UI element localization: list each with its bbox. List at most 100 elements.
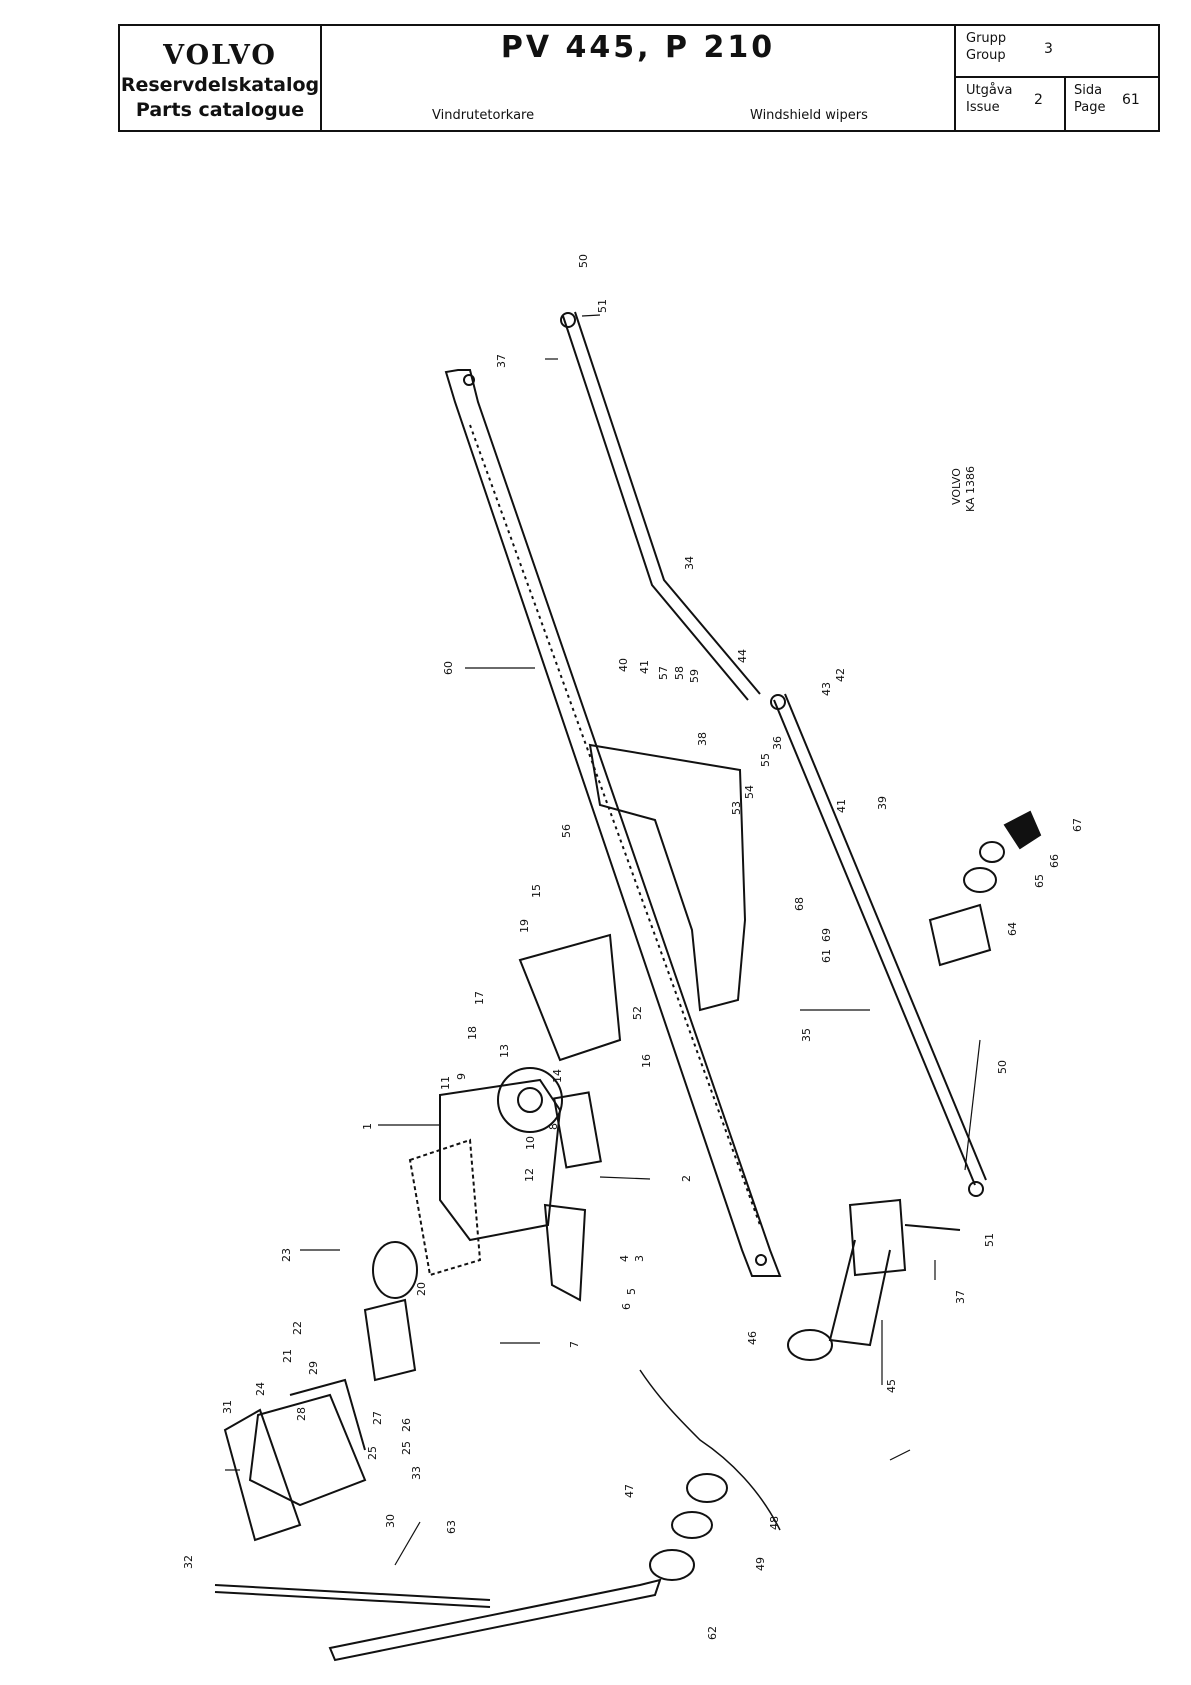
cover-plate-52: [518, 933, 622, 1062]
page-value: 61: [1122, 92, 1140, 108]
callout: 12: [523, 1168, 536, 1182]
nut-49: [649, 1549, 695, 1581]
mounting-frame-60: [444, 369, 782, 1277]
seal-46: [787, 1329, 833, 1361]
callout: 7: [568, 1341, 581, 1348]
callout: 15: [530, 884, 543, 898]
washer-48: [671, 1511, 713, 1539]
callout: 66: [1048, 854, 1061, 868]
page-label-en: Page: [1074, 100, 1106, 115]
wiper-blade-63: [214, 1584, 491, 1601]
issue-value: 2: [1034, 92, 1043, 108]
callout: 23: [280, 1248, 293, 1262]
callout: 25: [400, 1441, 413, 1455]
callout: 54: [743, 785, 756, 799]
callout: 32: [182, 1555, 195, 1569]
callout: 46: [746, 1331, 759, 1345]
switch-64: [928, 903, 992, 967]
strap-33: [289, 1378, 366, 1451]
drawing-reference: VOLVO KA 1386: [950, 466, 977, 512]
callout: 2: [680, 1175, 693, 1182]
washer-hose: [639, 1369, 781, 1531]
callout: 14: [551, 1069, 564, 1083]
callout: 39: [876, 796, 889, 810]
catalog-title-sv: Reservdelskatalog: [120, 74, 320, 96]
issue-block: Utgåva Issue 2: [956, 78, 1066, 130]
callout: 38: [696, 732, 709, 746]
callout: 8: [547, 1123, 560, 1130]
callout: 5: [625, 1288, 638, 1295]
title-block: PV 445, P 210 Vindrutetorkare Windshield…: [322, 26, 956, 130]
callout: 42: [834, 668, 847, 682]
callout: 13: [498, 1044, 511, 1058]
linkage-rod-34: [562, 315, 749, 701]
callout: 61: [820, 949, 833, 963]
pivot-arm: [904, 1224, 961, 1231]
callout: 53: [730, 801, 743, 815]
frame-hole: [755, 1254, 767, 1266]
pivot-housing-45: [848, 1198, 907, 1277]
group-label-sv: Grupp: [966, 31, 1007, 46]
rod-eye: [968, 1181, 984, 1197]
callout: 21: [281, 1349, 294, 1363]
callout: 64: [1006, 922, 1019, 936]
callout: 59: [688, 669, 701, 683]
callout-leaders: [225, 314, 981, 1566]
callout: 41: [835, 799, 848, 813]
callout: 31: [221, 1400, 234, 1414]
issue-label-sv: Utgåva: [966, 83, 1013, 98]
rod-eye-top: [560, 312, 576, 328]
callout: 41: [638, 660, 651, 674]
linkage-rod-35-edge: [784, 693, 987, 1181]
model-title: PV 445, P 210: [500, 30, 776, 65]
pump-20: [372, 1241, 418, 1299]
callout: 3: [633, 1255, 646, 1262]
washer-66: [979, 841, 1005, 863]
group-value: 3: [1044, 41, 1053, 57]
wiper-arm-62: [328, 1578, 662, 1662]
section-title-en: Windshield wipers: [750, 108, 868, 123]
callout: 33: [410, 1466, 423, 1480]
callout: 68: [793, 897, 806, 911]
rod-eye: [770, 694, 786, 710]
callout: 28: [295, 1407, 308, 1421]
catalog-title-en: Parts catalogue: [135, 99, 305, 121]
bracket-4-5: [543, 1203, 587, 1302]
callout: 10: [524, 1136, 537, 1150]
callout: 1: [361, 1123, 374, 1130]
callout: 47: [623, 1484, 636, 1498]
callout-labels: 50 51 37 34 60 40 41 57 58 59 44 42 43 3…: [182, 254, 1084, 1640]
group-block: Grupp Group 3: [956, 26, 1158, 78]
section-title-sv: Vindrutetorkare: [432, 108, 535, 123]
callout: 43: [820, 682, 833, 696]
motor-body: [408, 1138, 482, 1277]
page-block: Sida Page 61: [1066, 78, 1158, 130]
callout: 60: [442, 661, 455, 675]
callout: 26: [400, 1418, 413, 1432]
callout: 36: [771, 736, 784, 750]
callout: 65: [1033, 874, 1046, 888]
gear-wheel-9: [497, 1067, 563, 1133]
callout: 35: [800, 1028, 813, 1042]
callout: 44: [736, 649, 749, 663]
pump-bracket-21: [363, 1298, 417, 1382]
callout: 56: [560, 824, 573, 838]
callout: 20: [415, 1282, 428, 1296]
frame-hole: [463, 374, 475, 386]
mounting-bracket: [588, 743, 747, 1012]
callout: 51: [596, 299, 609, 313]
issue-label-en: Issue: [966, 100, 1000, 115]
part-outlines: [214, 311, 1042, 1662]
callout: 58: [673, 666, 686, 680]
brand-logo: VOLVO: [163, 40, 277, 71]
callout: 51: [983, 1233, 996, 1247]
callout: 11: [439, 1076, 452, 1090]
brand-block: VOLVO Reservdelskatalog Parts catalogue: [120, 26, 322, 130]
callout: 40: [617, 658, 630, 672]
callout: 4: [618, 1255, 631, 1262]
callout: 30: [384, 1514, 397, 1528]
nut-65: [963, 867, 997, 893]
callout: 18: [466, 1026, 479, 1040]
linkage-rod-34-edge: [574, 311, 761, 695]
callout: 37: [954, 1290, 967, 1304]
